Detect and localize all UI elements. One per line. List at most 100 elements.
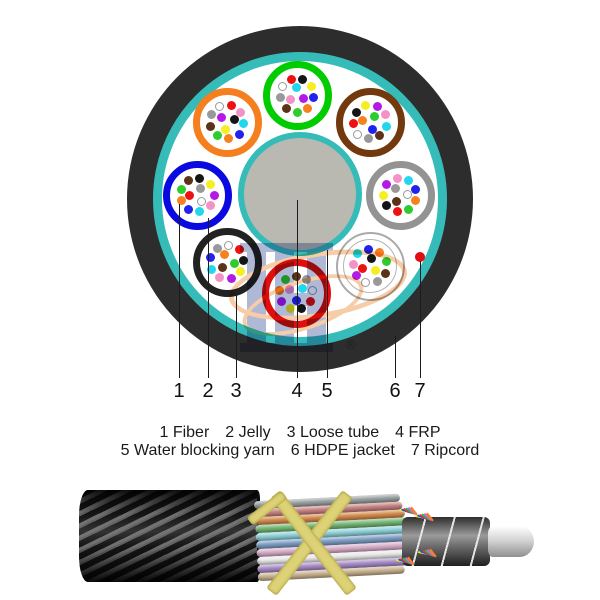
loose-tube-orange: [192, 87, 262, 157]
fiber-dot: [364, 244, 374, 254]
callout-line-6: [395, 336, 396, 378]
fiber-dot: [372, 276, 382, 286]
fiber-dot: [297, 304, 307, 314]
fiber-dot: [380, 268, 390, 278]
fiber-dot: [205, 201, 215, 211]
callout-line-5: [327, 250, 328, 378]
fiber-dot: [212, 131, 222, 141]
fiber-dot: [236, 107, 246, 117]
fiber-dot: [375, 131, 385, 141]
fiber-dot: [366, 254, 376, 264]
fiber-dot: [277, 82, 287, 91]
fiber-dot: [207, 110, 217, 120]
fiber-dot: [375, 247, 385, 257]
loose-tube-brown: [335, 87, 405, 157]
fiber-dot: [382, 201, 392, 211]
fiber-dot: [358, 264, 368, 274]
fiber-dot: [291, 83, 301, 93]
fiber-dot: [275, 93, 285, 103]
fiber-dot: [380, 110, 390, 120]
callout-line-1: [179, 204, 180, 378]
fiber-dot: [402, 189, 412, 199]
fiber-dot: [297, 284, 307, 294]
fiber-dot: [361, 277, 371, 287]
legend-row-1: 1 Fiber 2 Jelly 3 Loose tube 4 FRP: [0, 424, 600, 442]
legend-item-7: 7 Ripcord: [410, 442, 480, 459]
fiber-dot: [378, 190, 388, 200]
fiber-dot: [176, 184, 186, 194]
fiber-dot: [348, 260, 358, 270]
fiber-dot: [234, 245, 244, 255]
fiber-dot: [239, 118, 249, 128]
fiber-dot: [205, 179, 215, 189]
fiber-dot: [302, 275, 312, 285]
fiber-dot: [371, 266, 381, 276]
fiber-dot: [286, 94, 296, 104]
fiber-dot: [223, 240, 233, 250]
fiber-dot: [299, 93, 309, 103]
fiber-dot: [411, 184, 421, 194]
fiber-dot: [207, 264, 217, 274]
fiber-dot: [368, 124, 378, 134]
fiber-dot: [196, 196, 206, 206]
loose-tube-green: [262, 60, 332, 130]
fiber-dot: [215, 102, 225, 112]
ripcord-dot: [415, 252, 425, 262]
fiber-dot: [229, 114, 239, 124]
legend-item-2: 2 Jelly: [225, 424, 271, 441]
fiber-dot: [381, 121, 391, 131]
fiber-dot: [184, 205, 193, 215]
fiber-dot: [392, 197, 402, 207]
fiber-dot: [370, 111, 380, 121]
fiber-dot: [217, 263, 227, 273]
fiber-dot: [206, 121, 216, 131]
fiber-dot: [185, 191, 195, 201]
fiber-dot: [184, 175, 193, 185]
fiber-dot: [223, 134, 233, 144]
fiber-dot: [303, 103, 313, 113]
fiber-dot: [206, 253, 216, 263]
fiber-dot: [216, 112, 226, 122]
fiber-dot: [176, 196, 186, 206]
fiber-dot: [392, 173, 402, 183]
fiber-dot: [226, 273, 236, 283]
fiber-dot: [221, 124, 231, 134]
fiber-dot: [236, 267, 246, 277]
legend-item-1: 1 Fiber: [159, 424, 210, 441]
fiber-dot: [351, 107, 361, 117]
fiber-dot: [361, 101, 371, 111]
legend-item-4: 4 FRP: [395, 424, 441, 441]
fiber-dot: [372, 102, 382, 112]
callout-line-3: [236, 293, 237, 378]
fiber-dot: [404, 205, 413, 215]
fiber-dot: [195, 183, 205, 193]
frp-center-circle: [238, 132, 362, 256]
fiber-dot: [212, 243, 222, 253]
legend-item-3: 3 Loose tube: [286, 424, 380, 441]
loose-tube-white-inner-ring: [343, 239, 397, 293]
fiber-dot: [392, 207, 402, 217]
fiber-dot: [381, 257, 391, 267]
callout-line-4: [297, 200, 298, 378]
fiber-dot: [195, 207, 205, 217]
photo-frp-rod: [402, 517, 490, 566]
fiber-dot: [351, 271, 361, 281]
callout-number-2: 2: [202, 380, 214, 402]
fiber-dot: [226, 101, 236, 111]
fiber-dot: [219, 250, 229, 260]
callout-number-3: 3: [230, 380, 242, 402]
legend: 1 Fiber 2 Jelly 3 Loose tube 4 FRP 5 Water …: [0, 424, 600, 460]
fiber-dot: [307, 82, 317, 91]
fiber-dot: [364, 134, 374, 144]
loose-tube-blue: [162, 160, 232, 230]
callout-number-5: 5: [321, 380, 333, 402]
callout-number-6: 6: [389, 380, 401, 402]
fiber-dot: [353, 129, 363, 139]
fiber-dot: [292, 107, 302, 117]
legend-item-5: 5 Water blocking yarn: [120, 442, 275, 459]
callout-number-1: 1: [173, 380, 185, 402]
callout-number-7: 7: [414, 380, 426, 402]
fiber-dot: [309, 93, 319, 103]
